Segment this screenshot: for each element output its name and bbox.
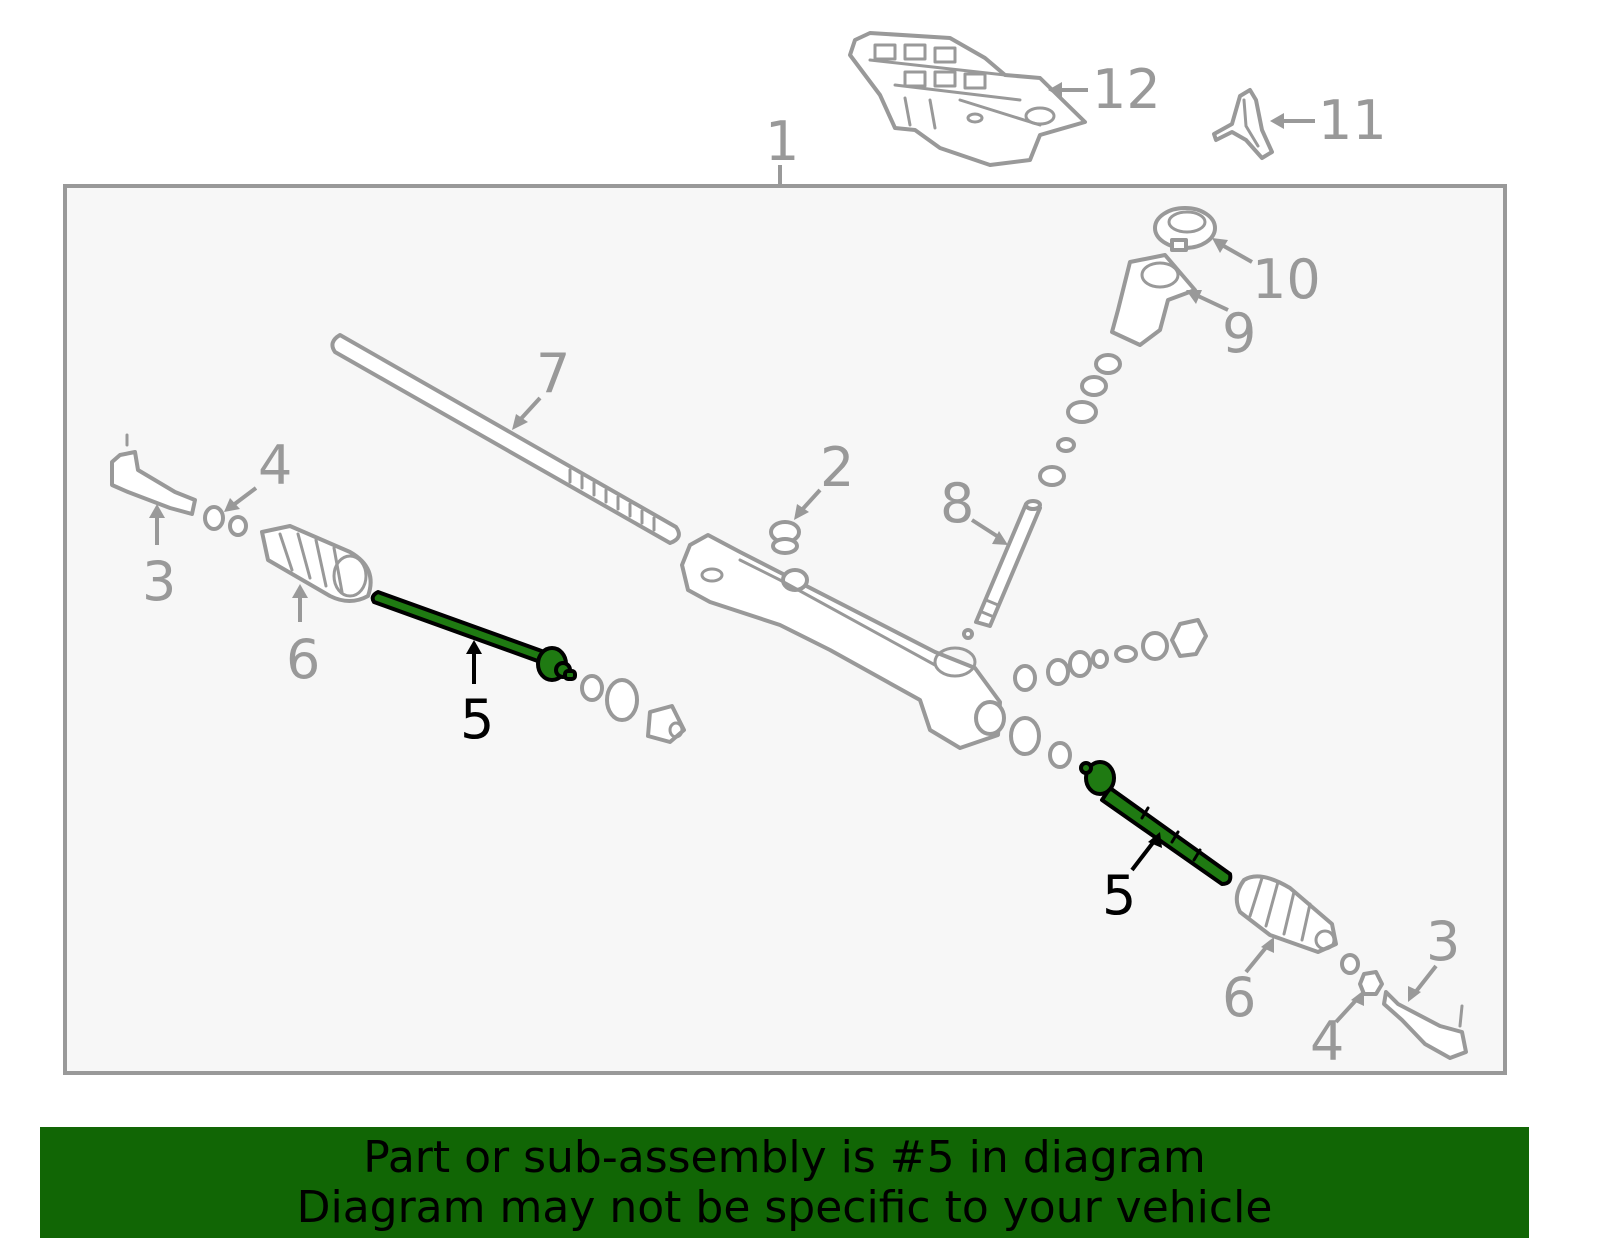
label-6-right: 6 xyxy=(1222,966,1256,1029)
arrow-9 xyxy=(1186,290,1202,304)
label-3-left: 3 xyxy=(142,550,176,613)
part-11-bracket[interactable] xyxy=(1212,88,1274,160)
arrow-7 xyxy=(512,414,528,430)
label-12: 12 xyxy=(1092,58,1161,121)
label-9: 9 xyxy=(1222,302,1256,365)
label-4-left: 4 xyxy=(258,434,292,497)
banner-line-disclaimer: Diagram may not be specific to your vehi… xyxy=(296,1182,1273,1233)
arrow-8 xyxy=(992,531,1008,545)
arrow-12 xyxy=(1048,82,1062,98)
disclaimer-banner: Part or sub-assembly is #5 in diagram Di… xyxy=(40,1127,1529,1238)
arrow-6-left xyxy=(292,584,308,598)
part-6-boot-left[interactable] xyxy=(260,524,373,603)
arrow-4-right xyxy=(1351,990,1364,1006)
arrow-3-right xyxy=(1408,986,1421,1002)
label-5-right: 5 xyxy=(1102,864,1136,927)
arrow-4-left xyxy=(224,498,240,512)
part-12-shield[interactable] xyxy=(848,31,1087,167)
label-2: 2 xyxy=(820,436,854,499)
seal-stack xyxy=(1038,353,1122,487)
arrow-5-left xyxy=(466,640,482,654)
arrow-11 xyxy=(1270,113,1284,129)
label-4-right: 4 xyxy=(1310,1010,1344,1073)
part-3-tie-rod-end-left[interactable] xyxy=(110,433,197,516)
arrow-10 xyxy=(1212,238,1228,253)
part-10-cap[interactable] xyxy=(1153,206,1217,252)
label-11: 11 xyxy=(1318,89,1387,152)
pinion-seal-row xyxy=(1013,618,1208,692)
arrow-6-right xyxy=(1261,937,1274,953)
part-6-boot-right[interactable] xyxy=(1234,874,1338,954)
part-3-tie-rod-end-right[interactable] xyxy=(1382,990,1468,1060)
part-7-rack[interactable] xyxy=(330,333,681,545)
part-4-nut-left[interactable] xyxy=(203,505,248,537)
label-1: 1 xyxy=(765,110,799,173)
part-5-inner-tie-rod-left[interactable] xyxy=(370,590,577,682)
steering-gear-housing xyxy=(680,533,1006,750)
arrow-5-right xyxy=(1148,832,1162,848)
banner-line-part-number: Part or sub-assembly is #5 in diagram xyxy=(363,1132,1206,1183)
label-10: 10 xyxy=(1252,248,1321,311)
label-3-right: 3 xyxy=(1426,910,1460,973)
part-5-inner-tie-rod-right[interactable] xyxy=(1079,760,1233,886)
label-5-left: 5 xyxy=(460,688,494,751)
label-7: 7 xyxy=(536,342,570,405)
part-2-bushing[interactable] xyxy=(769,520,801,555)
label-8: 8 xyxy=(940,472,974,535)
arrow-2 xyxy=(794,504,809,520)
arrow-3-left xyxy=(149,504,165,518)
part-8-pinion-shaft[interactable] xyxy=(962,499,1042,640)
part-4-nut-right[interactable] xyxy=(1340,953,1384,996)
part-9-housing[interactable] xyxy=(1110,253,1197,347)
label-6-left: 6 xyxy=(286,628,320,691)
